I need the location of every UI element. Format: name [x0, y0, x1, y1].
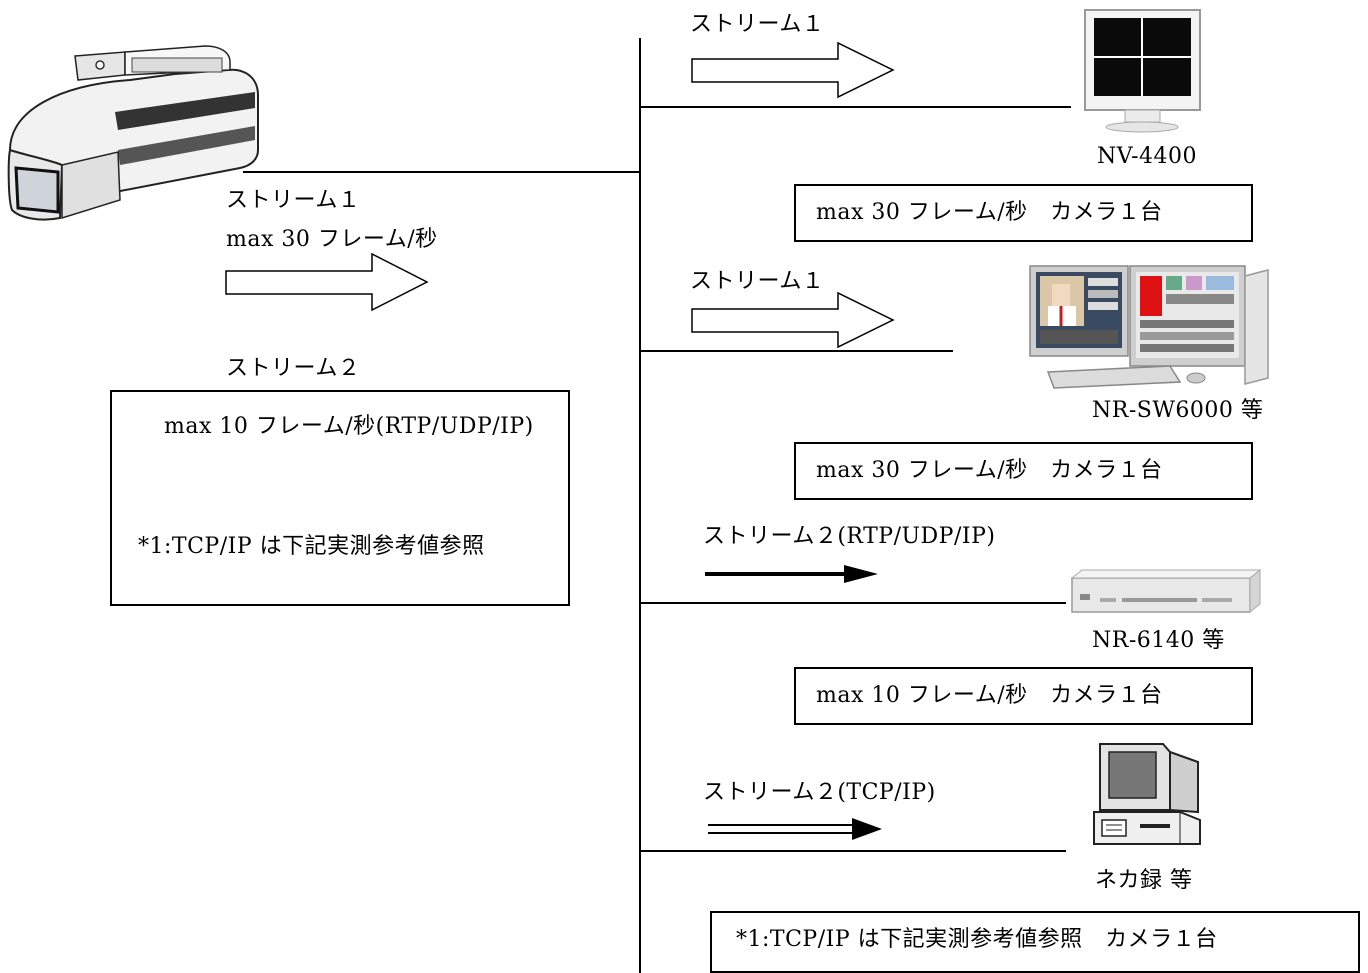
necaroku-stream2-double-arrow-head [852, 818, 882, 840]
camera-stream2-label: ストリーム２ [226, 356, 361, 381]
necaroku-capacity: *1:TCP/IP は下記実測参考値参照 カメラ１台 [736, 927, 1218, 952]
camera-stream1-rate: max 30 フレーム/秒 [226, 227, 438, 252]
nrsw6000-capacity: max 30 フレーム/秒 カメラ１台 [816, 458, 1163, 483]
necaroku-capacity-box: *1:TCP/IP は下記実測参考値参照 カメラ１台 [710, 911, 1360, 973]
necaroku-stream-label: ストリーム２(TCP/IP) [703, 780, 936, 805]
necaroku-pc-icon [1093, 743, 1201, 845]
nr6140-capacity-box: max 10 フレーム/秒 カメラ１台 [794, 667, 1253, 725]
nr6140-recorder-icon [1070, 568, 1262, 614]
nr6140-stream-label: ストリーム２(RTP/UDP/IP) [703, 524, 996, 549]
nv4400-device-label: NV-4400 [1097, 144, 1198, 169]
nr6140-device-label: NR-6140 等 [1092, 628, 1225, 653]
camera-stream2-rate: max 10 フレーム/秒(RTP/UDP/IP) [164, 414, 534, 439]
camera-stream1-label: ストリーム１ [226, 188, 361, 213]
nrsw6000-capacity-box: max 30 フレーム/秒 カメラ１台 [794, 442, 1253, 500]
nrsw6000-workstation-icon [1029, 265, 1269, 389]
nv4400-stream1-hollow-arrow [691, 41, 895, 99]
camera-stream1-hollow-arrow [225, 252, 429, 312]
nv4400-capacity-box: max 30 フレーム/秒 カメラ１台 [794, 184, 1253, 242]
nv4400-monitor-icon [1084, 9, 1201, 133]
nrsw6000-device-label: NR-SW6000 等 [1092, 398, 1264, 423]
nrsw6000-stream1-hollow-arrow [691, 291, 895, 349]
nr6140-capacity: max 10 フレーム/秒 カメラ１台 [816, 683, 1163, 708]
nv4400-stream-label: ストリーム１ [690, 12, 825, 37]
necaroku-device-label: ネカ録 等 [1095, 868, 1193, 893]
nv4400-capacity: max 30 フレーム/秒 カメラ１台 [816, 200, 1163, 225]
network-camera-icon [7, 45, 259, 221]
nrsw6000-stream-label: ストリーム１ [690, 269, 825, 294]
camera-stream2-note: *1:TCP/IP は下記実測参考値参照 [138, 534, 485, 559]
nr6140-stream2-solid-arrow-head [844, 565, 878, 583]
camera-stream2-box: max 10 フレーム/秒(RTP/UDP/IP) *1:TCP/IP は下記実… [110, 390, 570, 606]
